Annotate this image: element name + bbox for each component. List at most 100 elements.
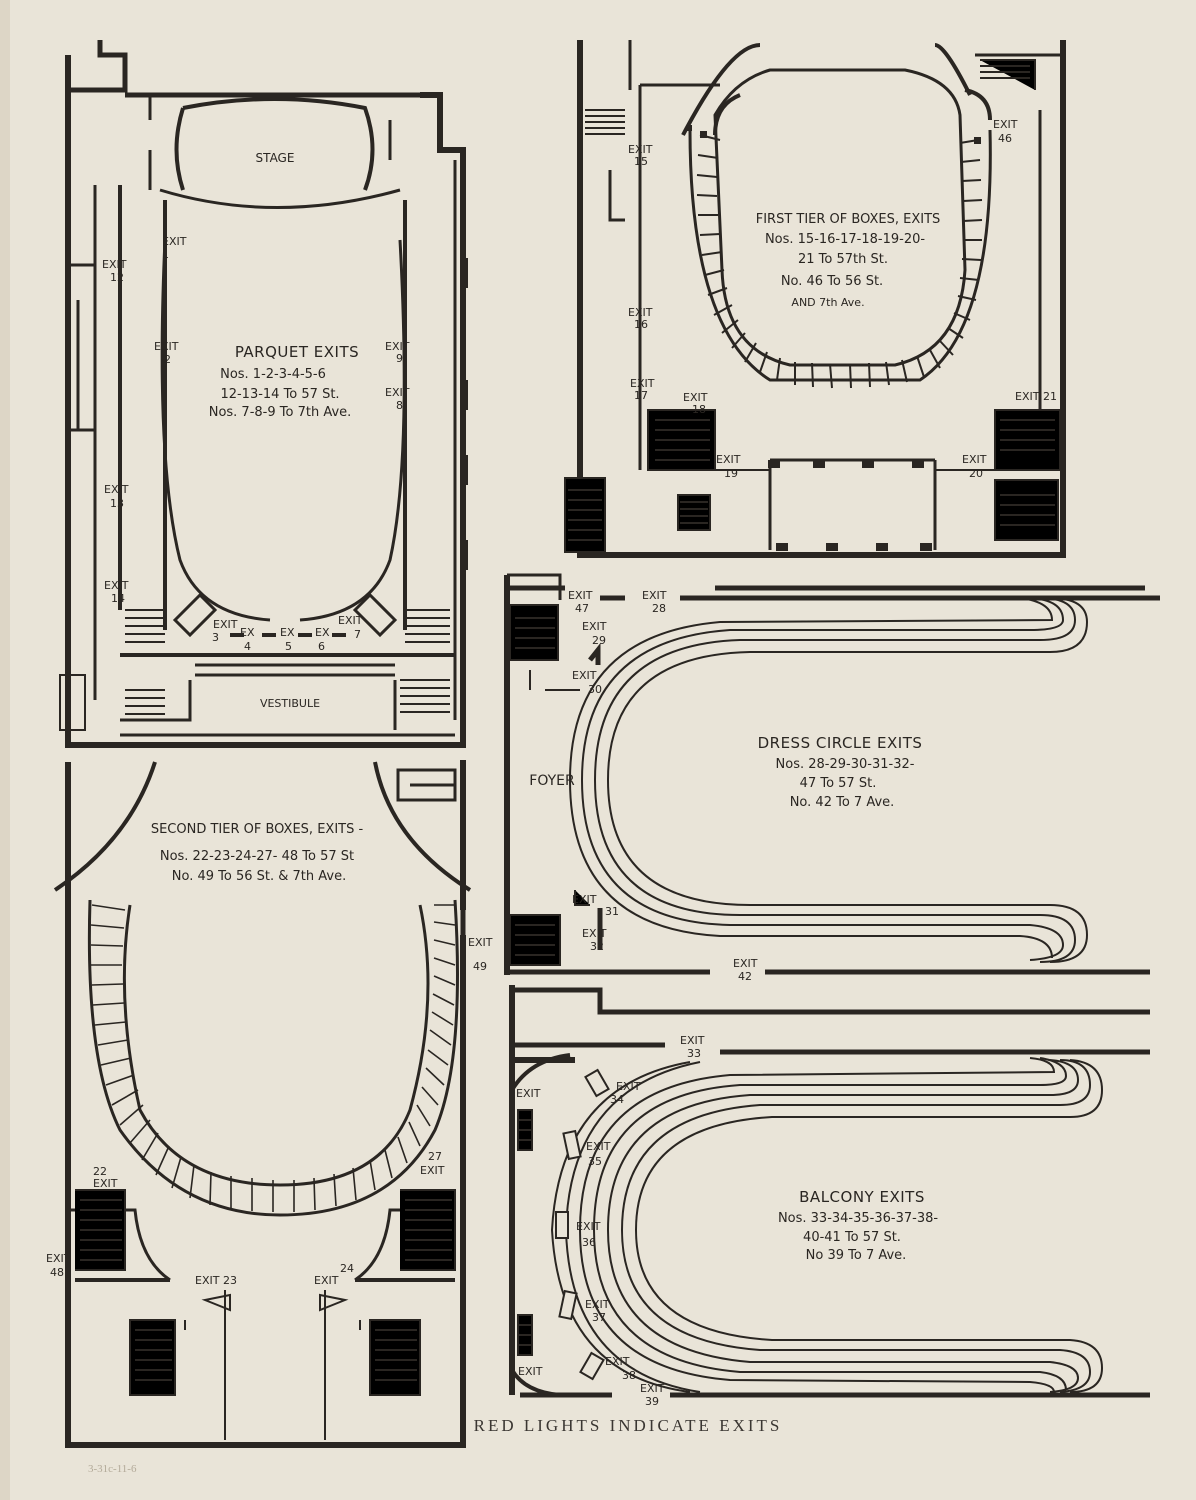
- exit-32-number: 32: [590, 940, 604, 953]
- exit-24-label: EXIT: [314, 1274, 339, 1287]
- exit-9-number: 9: [396, 352, 403, 365]
- exit-32-label: EXIT: [582, 927, 607, 940]
- exit-29-label: EXIT: [582, 620, 607, 633]
- balcony-title: BALCONY EXITS: [799, 1188, 925, 1206]
- exit-35-label: EXIT: [586, 1140, 611, 1153]
- exit-3-number: 3: [212, 631, 219, 644]
- exit-17-number: 17: [634, 389, 648, 402]
- exit-5-label: EX: [280, 626, 295, 639]
- exit-31-label: EXIT: [572, 893, 597, 906]
- exit-47-number: 47: [575, 602, 589, 615]
- exit-6-number: 6: [318, 640, 325, 653]
- exit-42-label: EXIT: [733, 957, 758, 970]
- exit-1-number: 1: [162, 248, 169, 261]
- exit-9-label: EXIT: [385, 340, 410, 353]
- exit-22-number: 22: [93, 1165, 107, 1178]
- exit-21-label: EXIT 21: [1015, 390, 1057, 403]
- exit-30-label: EXIT: [572, 669, 597, 682]
- first-tier-line1: Nos. 15-16-17-18-19-20-: [765, 232, 925, 247]
- exit-47-label: EXIT: [568, 589, 593, 602]
- exit-13-label: EXIT: [104, 483, 129, 496]
- exit-49-number: 49: [473, 960, 487, 973]
- exit-13-number: 13: [110, 497, 124, 510]
- exit-38-number: 38: [622, 1369, 636, 1382]
- exit-33-number: 33: [687, 1047, 701, 1060]
- exit-3-label: EXIT: [213, 618, 238, 631]
- exit-34-label: EXIT: [616, 1080, 641, 1093]
- exit-42-number: 42: [738, 970, 752, 983]
- first-tier-exit-markers: EXIT 15 EXIT 16 EXIT 17 EXIT 18 EXIT 19 …: [628, 118, 1057, 480]
- exit-12-number: 12: [110, 271, 124, 284]
- parquet-exits-line2: 12-13-14 To 57 St.: [220, 387, 339, 402]
- exit-18-label: EXIT: [683, 391, 708, 404]
- exit-27-label: EXIT: [420, 1164, 445, 1177]
- exit-33-label: EXIT: [680, 1034, 705, 1047]
- exit-8-number: 8: [396, 399, 403, 412]
- dress-circle-title: DRESS CIRCLE EXITS: [758, 734, 923, 752]
- exit-46-label: EXIT: [993, 118, 1018, 131]
- exit-39-label: EXIT: [640, 1382, 665, 1395]
- exit-39-number: 39: [645, 1395, 659, 1408]
- exit-19-number: 19: [724, 467, 738, 480]
- exit-16-number: 16: [634, 318, 648, 331]
- exit-19-label: EXIT: [716, 453, 741, 466]
- exit-15-number: 15: [634, 155, 648, 168]
- dress-circle-line3: No. 42 To 7 Ave.: [790, 795, 895, 810]
- exit-36-number: 36: [582, 1236, 596, 1249]
- first-tier-line2: 21 To 57th St.: [798, 252, 888, 267]
- first-tier-plan: FIRST TIER OF BOXES, EXITS Nos. 15-16-17…: [564, 40, 1066, 558]
- archive-mark: 3-31c-11-6: [88, 1463, 137, 1475]
- exit-22-label: EXIT: [93, 1177, 118, 1190]
- second-tier-exit-markers: EXIT 49 22 EXIT 27 EXIT EXIT 48 EXIT 23 …: [46, 936, 493, 1287]
- exit-8-label: EXIT: [385, 386, 410, 399]
- dress-circle-line2: 47 To 57 St.: [800, 776, 877, 791]
- parquet-exits-line1: Nos. 1-2-3-4-5-6: [220, 367, 326, 382]
- foyer-label: FOYER: [529, 773, 575, 789]
- parquet-plan: STAGE VESTIBULE PARQUET EXITS Nos. 1-2-3…: [59, 40, 468, 748]
- dress-circle-line1: Nos. 28-29-30-31-32-: [776, 757, 915, 772]
- exit-23-label: EXIT 23: [195, 1274, 237, 1287]
- exit-37-label: EXIT: [585, 1298, 610, 1311]
- exit-49-label: EXIT: [468, 936, 493, 949]
- exit-46-number: 46: [998, 132, 1012, 145]
- exit-20-number: 20: [969, 467, 983, 480]
- exit-35-number: 35: [588, 1155, 602, 1168]
- binding-edge: [0, 0, 10, 1500]
- exit-30-number: 30: [588, 683, 602, 696]
- balcony-line1: Nos. 33-34-35-36-37-38-: [778, 1211, 938, 1226]
- exit-38-label: EXIT: [605, 1355, 630, 1368]
- exit-48-number: 48: [50, 1266, 64, 1279]
- exit-14-label: EXIT: [104, 579, 129, 592]
- exit-12-label: EXIT: [102, 258, 127, 271]
- parquet-exits-title: PARQUET EXITS: [235, 343, 359, 361]
- caption: RED LIGHTS INDICATE EXITS: [474, 1416, 783, 1435]
- exit-7-label: EXIT: [338, 614, 363, 627]
- balcony-line2: 40-41 To 57 St.: [803, 1230, 901, 1245]
- balcony-exit-markers: EXIT 33 EXIT 34 EXIT 35 EXIT 36 EXIT 37 …: [516, 1034, 705, 1408]
- exit-4-number: 4: [244, 640, 251, 653]
- exit-17-label: EXIT: [630, 377, 655, 390]
- exit-2-number: 2: [164, 353, 171, 366]
- exit-18-number: 18: [692, 403, 706, 416]
- second-tier-line1: Nos. 22-23-24-27- 48 To 57 St: [160, 849, 354, 864]
- dress-circle-plan: FOYER DRESS CIRCLE EXITS Nos. 28-29-30-3…: [504, 573, 1160, 983]
- balcony-exit-lower-label: EXIT: [518, 1365, 543, 1378]
- exit-14-number: 14: [111, 592, 125, 605]
- exit-24-number: 24: [340, 1262, 354, 1275]
- exit-28-label: EXIT: [642, 589, 667, 602]
- exit-4-label: EX: [240, 626, 255, 639]
- exit-29-number: 29: [592, 634, 606, 647]
- parquet-exit-markers: EXIT 1 EXIT 2 EXIT 12 EXIT 13 EXIT 14 EX…: [102, 235, 410, 653]
- exit-36-label: EXIT: [576, 1220, 601, 1233]
- balcony-exit-upper-label: EXIT: [516, 1087, 541, 1100]
- exit-15-label: EXIT: [628, 143, 653, 156]
- balcony-line3: No 39 To 7 Ave.: [806, 1248, 907, 1263]
- vestibule-label: VESTIBULE: [260, 697, 320, 710]
- dress-circle-exit-markers: EXIT 47 EXIT 28 EXIT 29 EXIT 30 EXIT 31 …: [568, 589, 758, 983]
- exit-1-label: EXIT: [162, 235, 187, 248]
- exit-5-number: 5: [285, 640, 292, 653]
- exit-48-label: EXIT: [46, 1252, 71, 1265]
- first-tier-line4: AND 7th Ave.: [791, 296, 864, 309]
